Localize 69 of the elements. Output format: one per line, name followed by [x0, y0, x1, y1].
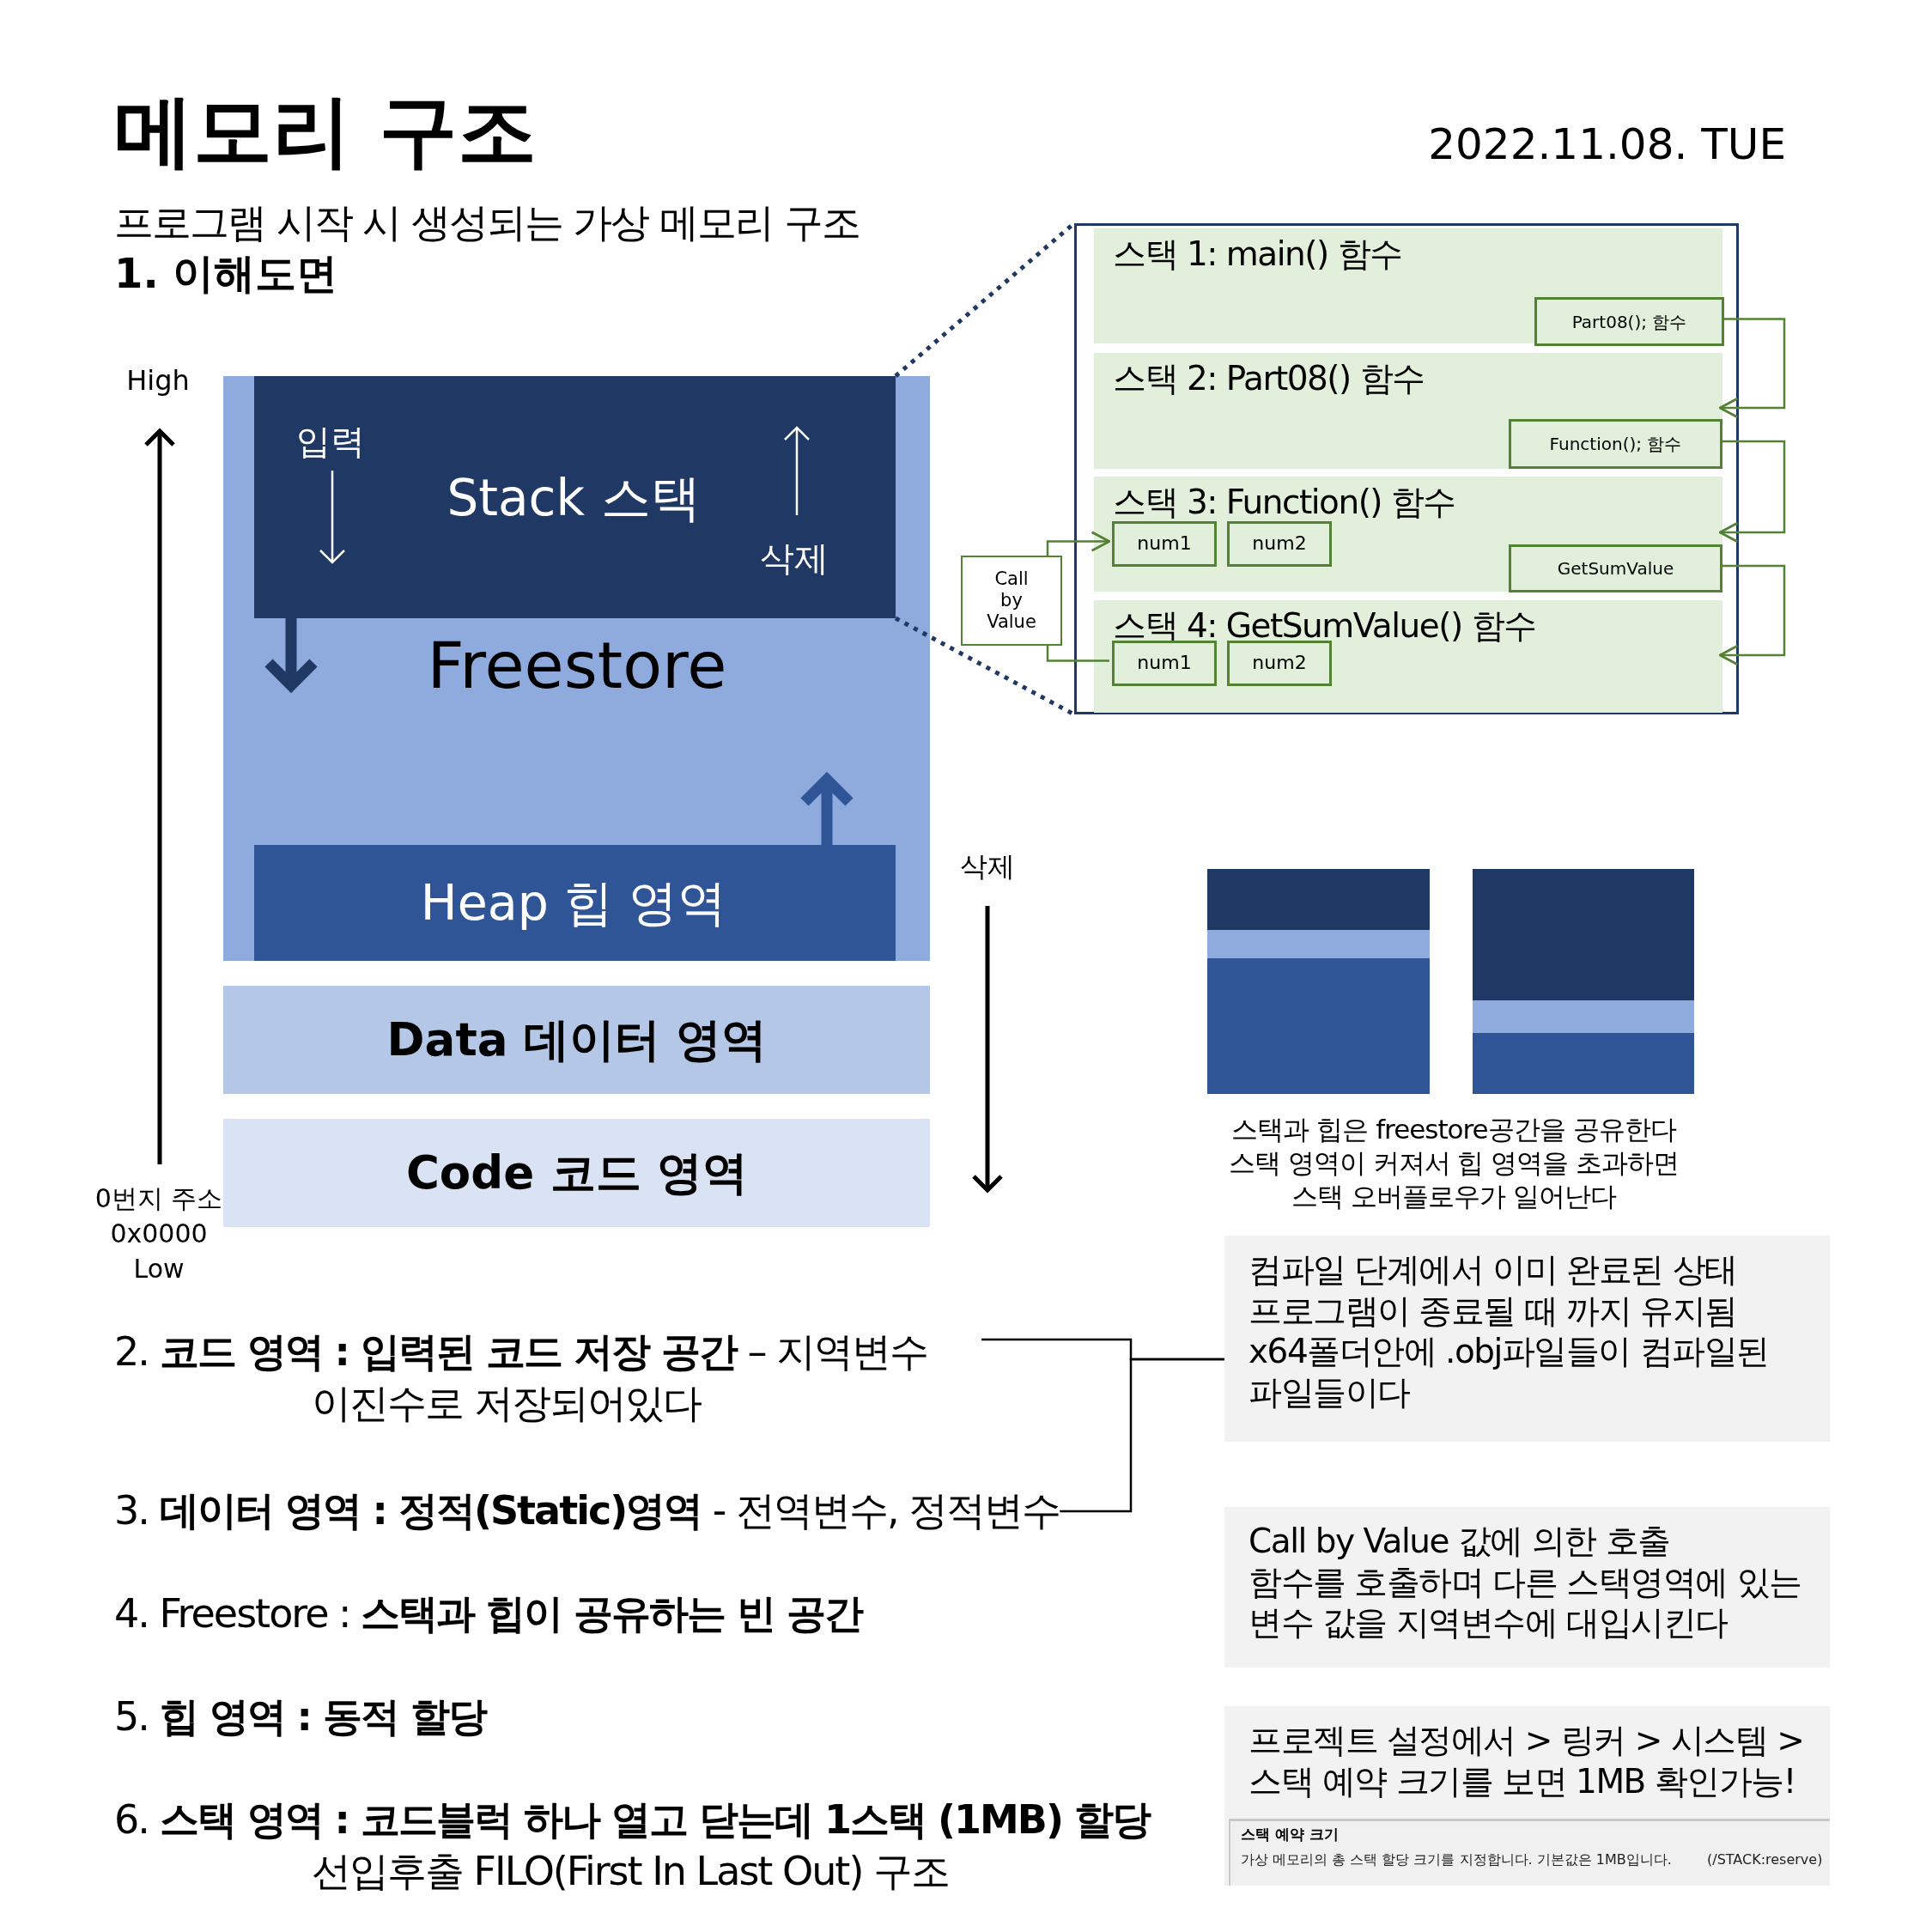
address-label: 0x0000	[110, 1218, 208, 1249]
call-label: GetSumValue	[1557, 558, 1674, 579]
dialog-description: 가상 메모리의 총 스택 할당 크기를 지정합니다. 기본값은 1MB입니다.	[1241, 1852, 1672, 1868]
region-label: Freestore	[427, 628, 727, 703]
frame-title: 스택 1: main() 함수	[1113, 234, 1402, 275]
drawing-caption: 스택과 힙은 freestore공간을 공유한다 스택 영역이 커져서 힙 영역을 초과하면 스택 오버플로우가 일어난다	[1227, 1113, 1680, 1213]
subtitle: 프로그램 시작 시 생성되는 가상 메모리 구조	[114, 199, 860, 247]
variable-box	[1227, 521, 1332, 567]
code-region	[223, 1119, 930, 1227]
frame-title: 스택 3: Function() 함수	[1113, 482, 1455, 523]
bracket-line	[1060, 1358, 1224, 1513]
list-item-text: 6. 스택 영역 : 코드블럭 하나 열고 닫는데 1스택 (1MB) 할당 선입후출 FILO(First In Last Out) 구조	[114, 1795, 1151, 1896]
frame-title: 스택 4: GetSumValue() 함수	[1113, 605, 1536, 647]
call-arrow	[1718, 318, 1786, 419]
region-label: Data 데이터 영역	[386, 1013, 768, 1066]
call-box	[1534, 297, 1724, 346]
axis-label: Low	[133, 1254, 185, 1285]
stack-frame	[1094, 228, 1722, 343]
list-item-text: 2. 코드 영역 : 입력된 코드 저장 공간 – 지역변수 이진수로 저장되어있다	[114, 1327, 981, 1430]
push-label: 입력	[296, 422, 365, 461]
stack-region	[254, 376, 896, 618]
note-panel	[1224, 1706, 1830, 1886]
variable-label: num1	[1137, 652, 1192, 675]
data-region	[223, 986, 930, 1094]
dialog-heading: 스택 예약 크기	[1241, 1826, 1339, 1844]
stack-detail-panel	[1074, 223, 1739, 714]
freestore-region	[223, 376, 930, 961]
call-arrow	[1046, 531, 1111, 556]
call-label: Function(); 함수	[1549, 434, 1682, 454]
note-text: 함수를 호출하며 다른 스택영역에 있는 변수 값을 지역변수에 대입시킨다	[1249, 1561, 1802, 1643]
note-text: 프로젝트 설정에서 > 링커 > 시스템 > 스택 예약 크기를 보면 1MB 확인가능!	[1249, 1720, 1805, 1802]
region-label: Stack 스택	[447, 469, 701, 527]
stack-frame	[1094, 600, 1722, 713]
variable-label: num1	[1137, 532, 1192, 556]
note-text: x64폴더안에 .obj파일들이 컴파일된 파일들이다	[1249, 1331, 1770, 1413]
section-heading: 1. 이해도면	[114, 249, 338, 299]
pop-label: 삭제	[760, 538, 829, 578]
variable-label: num2	[1252, 532, 1307, 556]
call-arrow	[1718, 440, 1786, 544]
note-panel	[1224, 1236, 1830, 1442]
note-text: Call by Value 값에 의한 호출	[1249, 1521, 1670, 1562]
region-label: Heap 힙 영역	[420, 875, 727, 932]
stack-frame	[1094, 353, 1722, 469]
variable-label: num2	[1252, 652, 1307, 675]
list-item-text: 4. Freestore : 스택과 힙이 공유하는 빈 공간	[114, 1590, 863, 1638]
variable-box	[1112, 641, 1217, 686]
call-arrow	[1718, 564, 1786, 666]
title: 메모리 구조	[114, 84, 538, 179]
call-by-value-label: Call by Value	[986, 568, 1037, 634]
list-item-text: 3. 데이터 영역 : 정적(Static)영역 - 전역변수, 정적변수	[114, 1485, 1060, 1537]
region-label: Code 코드 영역	[405, 1146, 749, 1200]
stack-frame	[1094, 477, 1722, 592]
heap-region	[254, 845, 896, 961]
dialog-screenshot	[1229, 1819, 1830, 1886]
note-text: 프로그램이 종료될 때 까지 유지됨	[1249, 1290, 1737, 1332]
call-box	[1509, 544, 1722, 592]
variable-box	[1227, 641, 1332, 686]
call-label: Part08(); 함수	[1571, 311, 1687, 332]
note-text: 컴파일 단계에서 이미 완료된 상태	[1249, 1249, 1737, 1291]
list-item-text: 5. 힙 영역 : 동적 할당	[114, 1693, 486, 1741]
date-text: 2022.11.08. TUE	[1427, 118, 1786, 170]
axis-label: High	[126, 364, 190, 398]
address-label: 0번지 주소	[94, 1183, 223, 1214]
dialog-code: (/STACK:reserve)	[1707, 1852, 1823, 1868]
direction-label: 삭제	[960, 850, 1015, 884]
call-box	[1509, 419, 1722, 469]
frame-title: 스택 2: Part08() 함수	[1113, 358, 1425, 399]
call-by-value-box	[961, 556, 1062, 646]
variable-box	[1112, 521, 1217, 567]
